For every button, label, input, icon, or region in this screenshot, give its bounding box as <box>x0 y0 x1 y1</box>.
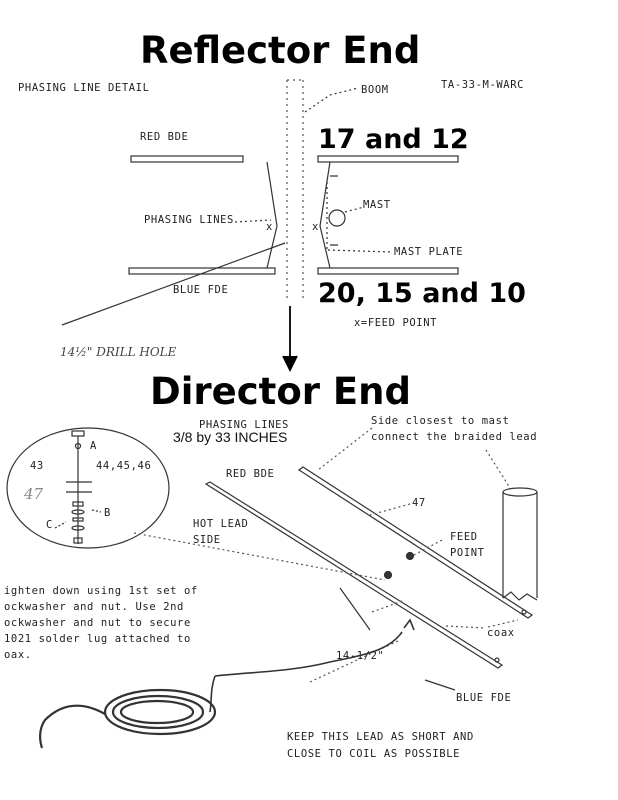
part-a-label: A <box>90 440 97 452</box>
tighten-line-1: ighten down using 1st set of <box>4 585 198 597</box>
drill-hole-leader <box>61 242 286 326</box>
red-bde-element-top <box>130 155 459 163</box>
length-label: 14-1/2" <box>336 650 385 662</box>
part-47-handwritten: 47 <box>24 485 44 503</box>
part-b-label: B <box>104 507 111 519</box>
boom-label: BOOM <box>361 84 389 96</box>
mast-circle <box>328 209 346 227</box>
down-arrow <box>282 306 298 373</box>
drill-hole-label: 14½" DRILL HOLE <box>60 345 177 359</box>
tighten-line-5: oax. <box>4 649 32 661</box>
bands-upper-label: 17 and 12 <box>318 124 469 155</box>
mast-plate-bracket <box>330 175 338 246</box>
hot-lead-label-line-1: HOT LEAD <box>193 518 249 530</box>
tighten-line-2: ockwasher and nut. Use 2nd <box>4 601 184 613</box>
phasing-lines-label-bottom: PHASING LINES <box>199 419 289 431</box>
leader-lines-bottom <box>133 427 519 683</box>
blue-fde-label-top: BLUE FDE <box>173 284 229 296</box>
side-note-line-2: connect the braided lead <box>371 431 538 443</box>
phasing-lines-top <box>234 161 331 269</box>
phasing-lines-label-top: PHASING LINES <box>144 214 234 226</box>
part-44-46-label: 44,45,46 <box>96 460 152 472</box>
dimension-marks <box>339 587 456 691</box>
feed-point-x-right: x <box>312 221 319 233</box>
tighten-line-4: 1021 solder lug attached to <box>4 633 191 645</box>
hardware-detail-circle <box>6 427 170 549</box>
bands-lower-label: 20, 15 and 10 <box>318 278 526 309</box>
blue-fde-element-top <box>128 267 459 275</box>
mast-label: MAST <box>363 199 391 211</box>
part-c-label: C <box>46 519 53 531</box>
boom-rails <box>286 79 304 300</box>
reflector-end-heading: Reflector End <box>140 29 421 72</box>
coax-label: coax <box>487 627 515 639</box>
feed-point-label-line-2: POINT <box>450 547 485 559</box>
mast-plate-label: MAST PLATE <box>394 246 464 258</box>
coil-lead <box>39 618 415 749</box>
part-47-label: 47 <box>412 497 426 509</box>
part-43-label: 43 <box>30 460 44 472</box>
model-number: TA-33-M-WARC <box>441 79 525 91</box>
mast-pipe <box>502 487 538 601</box>
phasing-line-detail-title: PHASING LINE DETAIL <box>18 82 150 94</box>
feed-point-label-line-1: FEED <box>450 531 478 543</box>
keep-lead-line-1: KEEP THIS LEAD AS SHORT AND <box>287 731 474 743</box>
hot-lead-label-line-2: SIDE <box>193 534 221 546</box>
feed-point-x-left: x <box>266 221 273 233</box>
boom-leader <box>304 87 359 113</box>
keep-lead-line-2: CLOSE TO COIL AS POSSIBLE <box>287 748 461 760</box>
mast-plate-leader <box>327 249 393 253</box>
tighten-line-3: ockwasher and nut to secure <box>4 617 191 629</box>
phasing-size-label: 3/8 by 33 INCHES <box>173 429 288 445</box>
director-end-heading: Director End <box>150 370 412 413</box>
feed-point-legend: x=FEED POINT <box>354 317 438 329</box>
mast-leader <box>344 206 365 213</box>
side-note-line-1: Side closest to mast <box>371 415 510 427</box>
blue-fde-label-bottom: BLUE FDE <box>456 692 512 704</box>
red-bde-label-bottom: RED BDE <box>226 468 275 480</box>
phasing-lines-bottom <box>204 466 534 669</box>
red-bde-label-top: RED BDE <box>140 131 189 143</box>
